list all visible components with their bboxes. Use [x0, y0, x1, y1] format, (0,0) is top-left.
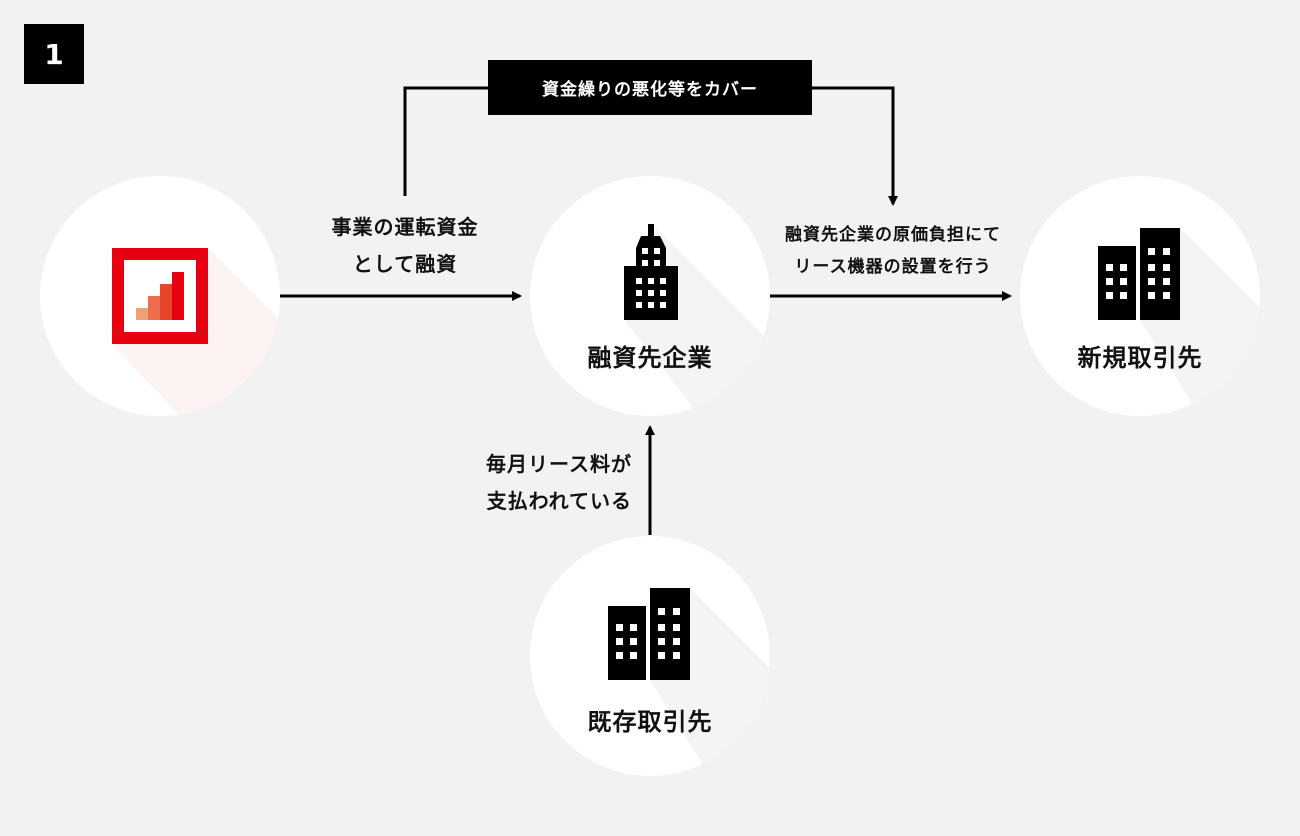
cover-label-box: 資金繰りの悪化等をカバー: [488, 60, 812, 115]
buildings-icon: [608, 588, 770, 776]
borrower-node: 融資先企業: [530, 176, 770, 416]
borrower-label: 融資先企業: [587, 344, 713, 372]
lease-install-label: 融資先企業の原価負担にて リース機器の設置を行う: [753, 219, 1033, 283]
new-client-label: 新規取引先: [1077, 344, 1203, 372]
lender-node: [40, 176, 280, 416]
loan-label-line: 事業の運転資金: [331, 215, 479, 239]
lease-payment-label-line: 毎月リース料が: [486, 452, 632, 476]
lease-payment-label: 毎月リース料が 支払われている: [400, 446, 632, 520]
new-client-node: 新規取引先: [1020, 176, 1260, 416]
lease-payment-label-line: 支払われている: [486, 489, 632, 513]
loan-label-line: として融資: [352, 252, 458, 276]
loan-label: 事業の運転資金 として融資: [295, 209, 515, 283]
existing-client-label: 既存取引先: [587, 708, 713, 736]
existing-client-node: 既存取引先: [530, 536, 770, 776]
lease-install-label-line: 融資先企業の原価負担にて: [785, 225, 1001, 245]
step-badge: 1: [24, 24, 84, 84]
buildings-icon: [1098, 228, 1260, 416]
lease-install-label-line: リース機器の設置を行う: [794, 257, 992, 277]
bar-chart-logo-icon: [112, 248, 280, 416]
office-tower-icon: [624, 224, 770, 416]
